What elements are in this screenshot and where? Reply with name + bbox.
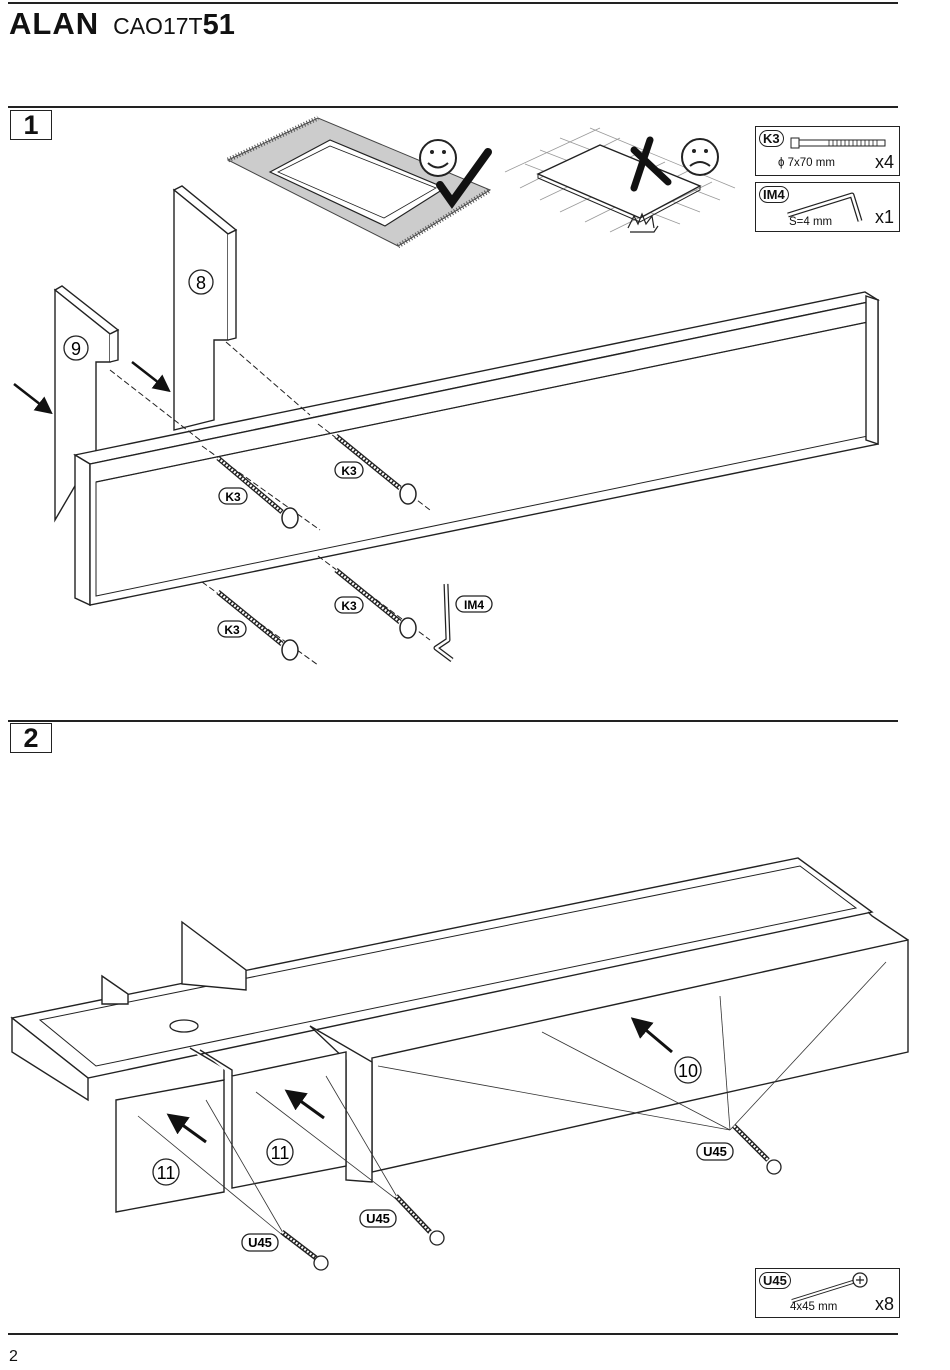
panel-number-11a: 11: [157, 1163, 176, 1183]
document-title: ALAN CAO17T51: [9, 6, 235, 42]
cross-mark-icon: [630, 136, 672, 192]
panel-11-right: [199, 1049, 347, 1189]
top-rule: [8, 2, 898, 4]
panel-number-11b: 11: [271, 1143, 290, 1163]
callout-u45-b: U45: [366, 1211, 390, 1226]
part-dim-k3: ϕ 7x70 mm: [778, 157, 835, 169]
screws-u45: [280, 1124, 782, 1271]
callout-im4: IM4: [464, 598, 484, 612]
step-2-number: 2: [10, 723, 52, 753]
callout-k3-b: K3: [225, 490, 241, 504]
callout-u45-c: U45: [703, 1144, 727, 1159]
arrow-panel-10: [630, 1017, 673, 1054]
arrow-panel-11-right: [284, 1089, 325, 1120]
base-panel: [73, 291, 880, 607]
part-box-im4: IM4 S=4 mm x1: [755, 182, 900, 232]
part-box-k3: K3 ϕ 7x70 mm x4: [755, 126, 900, 176]
bolts-k3: [216, 434, 417, 661]
part-dim-im4: S=4 mm: [789, 216, 833, 228]
part-tag-im4: IM4: [759, 186, 789, 203]
smiley-icon: [419, 139, 457, 177]
panel-10: [371, 911, 909, 1173]
panel-number-9-circle: [63, 335, 89, 361]
arrow-panel-9: [13, 383, 53, 415]
panel-number-9: 9: [71, 339, 81, 359]
product-name: ALAN: [9, 6, 100, 41]
bottom-rule: [8, 1333, 898, 1335]
part-tag-u45: U45: [759, 1272, 791, 1289]
debris-icon: [627, 212, 659, 233]
arrow-panel-8: [131, 361, 171, 393]
sad-face-icon: [681, 138, 719, 176]
panel-8: [172, 185, 238, 431]
screw-k3-icon: [790, 137, 886, 149]
panel-11-left: [115, 1047, 225, 1213]
step-1-number: 1: [10, 110, 52, 140]
part-tag-k3: K3: [759, 130, 784, 147]
callout-k3-d: K3: [224, 623, 240, 637]
check-mark-icon: [436, 148, 492, 209]
screw-u45-icon: [791, 1272, 868, 1303]
part-qty-im4: x1: [874, 207, 894, 227]
callout-k3-a: K3: [341, 464, 357, 478]
rug-panel-good: [226, 115, 492, 249]
part-box-u45: U45 4x45 mm x8: [755, 1268, 900, 1318]
step1-rule: [8, 106, 898, 108]
arrow-panel-11-left: [166, 1113, 207, 1144]
panel-number-10-circle: [674, 1056, 702, 1084]
panel-number-8-circle: [188, 269, 214, 295]
part-dim-u45: 4x45 mm: [790, 1301, 838, 1313]
panel-number-8: 8: [196, 273, 206, 293]
panel-number-11b-circle: [266, 1138, 294, 1166]
step2-rule: [8, 720, 898, 722]
part-qty-u45: x8: [874, 1294, 894, 1314]
panel-number-11a-circle: [152, 1158, 180, 1186]
callout-u45-a: U45: [248, 1235, 272, 1250]
product-code: CAO17T51: [113, 9, 235, 41]
page-number: 2: [9, 1348, 18, 1365]
callout-k3-c: K3: [341, 599, 357, 613]
allen-key-icon: [787, 192, 863, 222]
top-frame: [10, 857, 874, 1102]
panel-number-10: 10: [678, 1061, 698, 1081]
part-qty-k3: x4: [874, 152, 894, 172]
